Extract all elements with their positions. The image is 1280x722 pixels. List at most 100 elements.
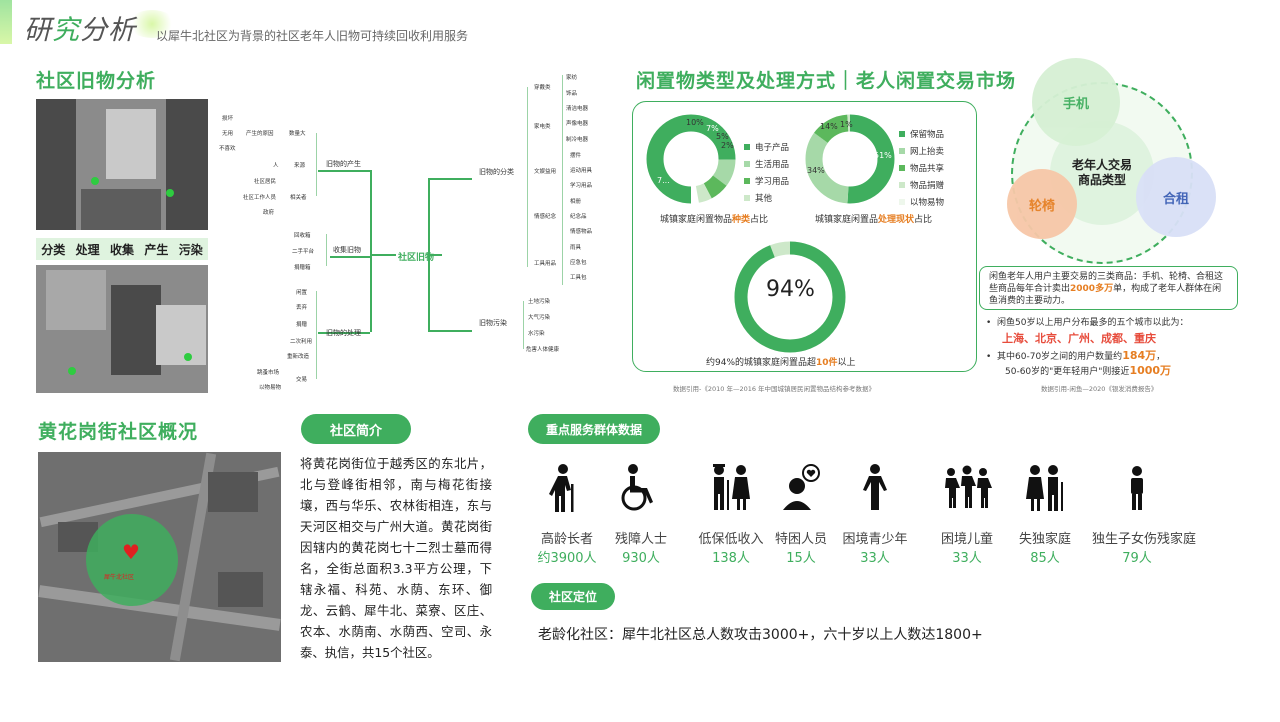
mm-item-2-0: 摆件 — [570, 153, 582, 159]
header-glow — [128, 10, 176, 38]
donut-panel — [632, 101, 977, 372]
venn-wheelchair: 轮椅 — [1007, 169, 1077, 239]
item-tag-bar: 分类 处理 收集 产生 污染 — [36, 238, 208, 260]
couple-icon — [713, 464, 750, 510]
donut1-label-1: 7% — [706, 124, 719, 133]
mindmap-center: 社区旧物 — [398, 253, 435, 263]
groups-pill: 重点服务群体数据 — [528, 414, 660, 444]
tag-collect: 收集 — [109, 242, 134, 257]
big-caption: 约94%的城镇家庭闲置品超10件以上 — [706, 358, 856, 368]
mm-item-2-2: 学习用品 — [570, 183, 593, 189]
legend-electronics: 电子产品 — [755, 143, 790, 153]
group-lost-child: 失独家庭 85人 — [1000, 462, 1090, 566]
mm-group-3: 情感纪念 — [534, 214, 557, 220]
group-disabled: 残障人士 930人 — [596, 462, 686, 566]
mm-handle-sub-0: 跳蚤市场 — [257, 370, 280, 376]
section-title-community: 黄花岗街社区概况 — [38, 421, 199, 443]
elder-cane-icon — [549, 464, 574, 512]
clutter-photo — [36, 265, 208, 393]
donut2-label-2: 51% — [874, 151, 892, 160]
mm-group-1: 家电类 — [534, 124, 551, 130]
donut-94 — [734, 241, 846, 353]
group-low-income: 低保低收入 138人 — [686, 462, 776, 566]
mm-group-4: 工具用品 — [534, 261, 557, 267]
legend-other: 其他 — [755, 194, 773, 204]
mm-item-2-1: 运动用具 — [570, 168, 593, 174]
youth-icon — [863, 464, 887, 510]
mm-item-4-0: 雨具 — [570, 245, 582, 251]
intro-pill: 社区简介 — [301, 414, 411, 444]
mm-pollute-3: 危害人体健康 — [526, 347, 560, 353]
mm-pollute: 旧物污染 — [479, 319, 507, 327]
mm-produce: 旧物的产生 — [326, 160, 361, 168]
mm-collect-0: 回收箱 — [294, 233, 311, 239]
legend-study: 学习用品 — [755, 177, 790, 187]
mm-handle-5: 交易 — [296, 377, 308, 383]
page-title: 研究分析 — [24, 15, 136, 46]
legend-donate: 物品捐赠 — [910, 181, 945, 191]
donut1-label-4: 7... — [657, 176, 670, 185]
venn-cite: 数据引用-闲鱼—2020《银发消费报告》 — [1041, 385, 1158, 393]
children-icon — [945, 465, 992, 508]
donut1-label-3: 2% — [721, 141, 734, 150]
venn-phone: 手机 — [1032, 58, 1120, 146]
donut2-label-3: 34% — [807, 166, 825, 175]
mm-item-3-2: 情感物品 — [570, 229, 593, 235]
mm-group-2: 文娱益用 — [534, 169, 557, 175]
mm-actor-1: 社区工作人员 — [243, 195, 277, 201]
mm-handle-0: 闲置 — [296, 290, 308, 296]
mm-collect-1: 二手平台 — [292, 249, 315, 255]
page-subtitle: 以犀牛北社区为背景的社区老年人旧物可持续回收利用服务 — [156, 29, 469, 43]
tag-pollute: 污染 — [178, 242, 203, 257]
mm-handle: 旧物的处理 — [326, 329, 361, 337]
legend-keep: 保留物品 — [910, 130, 945, 140]
mm-item-1-2: 制冷电器 — [566, 137, 589, 143]
header-accent-bar — [0, 0, 12, 44]
mm-produce-a: 数量大 — [289, 131, 306, 137]
mm-cause-label: 产生的原因 — [246, 131, 274, 137]
mm-produce-b: 来源 — [294, 163, 306, 169]
donut-handling — [805, 114, 895, 204]
intro-text: 将黄花岗街位于越秀区的东北片，北与登峰街相邻，南与梅花街接壤，西与华乐、农林街相… — [300, 456, 492, 660]
mm-handle-sub-1: 以物易物 — [259, 385, 282, 391]
mm-handle-3: 二次利用 — [290, 339, 313, 345]
donut-types — [646, 114, 736, 204]
mm-handle-1: 丢弃 — [296, 305, 308, 311]
big-percent: 94% — [766, 277, 815, 302]
mm-pollute-1: 大气污染 — [528, 315, 551, 321]
donut2-caption: 城镇家庭闲置品处理现状占比 — [815, 215, 933, 225]
group-single-child: 独生子女伤残家庭 79人 — [1092, 462, 1196, 566]
family-icon — [1026, 465, 1063, 511]
person-heart-icon — [783, 464, 820, 510]
legend-daily: 生活用品 — [755, 160, 790, 170]
mm-pollute-2: 水污染 — [528, 331, 545, 337]
legend-online: 网上抬卖 — [910, 147, 945, 157]
mm-actor-2: 政府 — [263, 210, 275, 216]
donut1-caption: 城镇家庭闲置物品种类占比 — [660, 215, 769, 225]
group-elder: 高龄长者 约3900人 — [522, 462, 612, 566]
position-text: 老龄化社区：犀牛北社区总人数攻击3000+，六十岁以上人数达1800+ — [538, 627, 983, 643]
mm-item-1-1: 声像电器 — [566, 121, 589, 127]
heart-icon: ♥ — [122, 540, 140, 564]
mm-cause-2: 不喜欢 — [219, 146, 236, 152]
mm-item-4-1: 应急包 — [570, 260, 587, 266]
mm-item-4-2: 工具包 — [570, 275, 587, 281]
mm-item-0-0: 家纺 — [566, 75, 578, 81]
tag-classify: 分类 — [41, 242, 66, 257]
alley-photo — [36, 99, 208, 230]
mm-collect-2: 捐赠箱 — [294, 265, 311, 271]
tag-produce: 产生 — [144, 242, 169, 257]
mm-cause-1: 无用 — [222, 131, 234, 137]
community-map: ♥ 犀牛北社区 — [38, 452, 281, 662]
mm-people: 人 — [273, 163, 279, 169]
donut2-legend: 保留物品 网上抬卖 物品共享 物品捐赠 以物易物 — [899, 128, 944, 213]
legend-share: 物品共享 — [910, 164, 945, 174]
mm-item-3-0: 相册 — [570, 199, 582, 205]
tag-handle: 处理 — [75, 242, 100, 257]
donut2-label-0: 14% — [820, 122, 838, 131]
venn-rent: 合租 — [1136, 157, 1216, 237]
venn-info-box: 闲鱼老年人用户主要交易的三类商品：手机、轮椅、合租这些商品每年合计卖出2000多… — [979, 266, 1238, 310]
legend-barter: 以物易物 — [910, 198, 945, 208]
group-youth: 困境青少年 33人 — [830, 462, 920, 566]
section-title-idle: 闲置物类型及处理方式｜老人闲置交易市场 — [636, 70, 1017, 92]
